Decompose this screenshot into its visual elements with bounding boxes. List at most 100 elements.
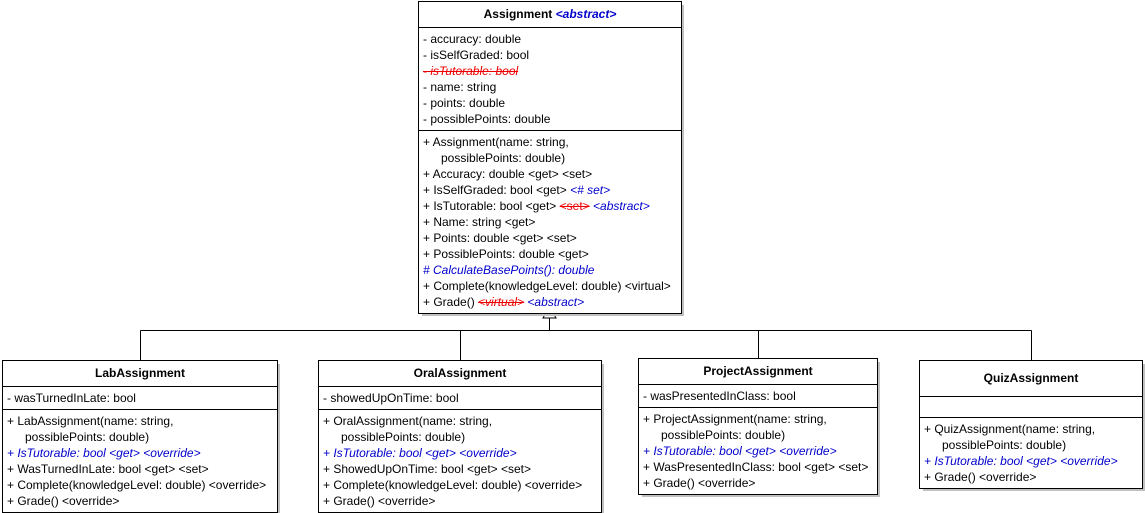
- class-operation-text: <set>: [559, 199, 590, 213]
- class-operation-row: + Complete(knowledgeLevel: double) <over…: [3, 477, 277, 493]
- class-operation-text: + IsTutorable: bool <get> <override>: [643, 444, 837, 458]
- class-attribute-text: - possiblePoints: double: [423, 112, 551, 126]
- class-attribute-text: - wasTurnedInLate: bool: [7, 391, 136, 405]
- class-operation-row: + Grade() <override>: [3, 493, 277, 509]
- class-operation-text: # CalculateBasePoints(): double: [423, 263, 595, 277]
- class-name-projectassignment: ProjectAssignment: [703, 364, 813, 378]
- class-attribute-row: - possiblePoints: double: [419, 111, 681, 127]
- class-operation-row: + PossiblePoints: double <get>: [419, 246, 681, 262]
- class-name-labassignment: LabAssignment: [94, 366, 185, 380]
- class-operation-text: + IsSelfGraded: bool <get>: [423, 183, 571, 197]
- class-box-assignment[interactable]: Assignment <abstract> - accuracy: double…: [418, 1, 682, 314]
- class-operation-row: possiblePoints: double): [419, 150, 681, 166]
- class-operation-text: + Name: string <get>: [423, 215, 536, 229]
- class-attribute-text: - accuracy: double: [423, 32, 522, 46]
- attributes-compartment-oralassignment: - showedUpOnTime: bool: [319, 387, 601, 410]
- class-operation-row: + WasTurnedInLate: bool <get> <set>: [3, 461, 277, 477]
- class-operation-row: + QuizAssignment(name: string,: [920, 421, 1142, 437]
- class-operation-text: + Assignment(name: string,: [423, 135, 569, 149]
- class-operation-text: + ProjectAssignment(name: string,: [643, 412, 827, 426]
- class-operation-text: possiblePoints: double): [25, 430, 150, 444]
- class-title-oralassignment: OralAssignment: [319, 361, 601, 387]
- class-attribute-row: - points: double: [419, 95, 681, 111]
- class-attribute-text: - isTutorable: bool: [423, 64, 519, 78]
- class-operation-text: + LabAssignment(name: string,: [7, 414, 174, 428]
- class-operation-text: possiblePoints: double): [942, 438, 1067, 452]
- class-operation-row: + ProjectAssignment(name: string,: [639, 411, 877, 427]
- class-operation-text: + WasPresentedInClass: bool <get> <set>: [643, 460, 869, 474]
- class-operation-row: + Grade() <override>: [639, 475, 877, 491]
- class-operation-text: + Points: double <get> <set>: [423, 231, 577, 245]
- class-operation-text: <abstract>: [527, 295, 585, 309]
- class-operation-text: + IsTutorable: bool <get>: [423, 199, 560, 213]
- operations-compartment-projectassignment: + ProjectAssignment(name: string, possibl…: [639, 408, 877, 494]
- class-name-quizassignment: QuizAssignment: [983, 371, 1079, 385]
- operations-compartment-labassignment: + LabAssignment(name: string, possiblePoi…: [3, 410, 277, 512]
- class-operation-row: + IsTutorable: bool <get> <override>: [319, 445, 601, 461]
- class-operation-text: + Grade() <override>: [7, 494, 120, 508]
- class-operation-text: <virtual>: [478, 295, 525, 309]
- class-box-projectassignment[interactable]: ProjectAssignment - wasPresentedInClass:…: [638, 358, 878, 495]
- class-operation-row: possiblePoints: double): [639, 427, 877, 443]
- class-operation-text: + Grade(): [423, 295, 479, 309]
- class-attribute-row: - accuracy: double: [419, 31, 681, 47]
- class-attribute-row: - isSelfGraded: bool: [419, 47, 681, 63]
- class-operation-row: possiblePoints: double): [920, 437, 1142, 453]
- class-operation-row: + IsTutorable: bool <get> <override>: [920, 453, 1142, 469]
- class-box-labassignment[interactable]: LabAssignment - wasTurnedInLate: bool + …: [2, 360, 278, 513]
- class-attribute-row: - wasPresentedInClass: bool: [639, 388, 877, 404]
- class-operation-text: + Complete(knowledgeLevel: double) <over…: [323, 478, 583, 492]
- class-title-projectassignment: ProjectAssignment: [639, 359, 877, 385]
- class-operation-row: + IsTutorable: bool <get> <override>: [639, 443, 877, 459]
- class-attribute-text: - points: double: [423, 96, 506, 110]
- class-operation-row: + IsTutorable: bool <get> <set> <abstrac…: [419, 198, 681, 214]
- class-operation-text: + IsTutorable: bool <get> <override>: [323, 446, 517, 460]
- class-operation-text: possiblePoints: double): [441, 151, 566, 165]
- class-operation-row: + Grade() <virtual> <abstract>: [419, 294, 681, 310]
- class-name-oralassignment: OralAssignment: [413, 366, 507, 380]
- class-title-labassignment: LabAssignment: [3, 361, 277, 387]
- class-operation-text: + Grade() <override>: [924, 470, 1037, 484]
- class-operation-text: possiblePoints: double): [661, 428, 786, 442]
- class-attribute-row: - isTutorable: bool: [419, 63, 681, 79]
- class-operation-text: + IsTutorable: bool <get> <override>: [924, 454, 1118, 468]
- class-operation-row: + Complete(knowledgeLevel: double) <virt…: [419, 278, 681, 294]
- operations-compartment-oralassignment: + OralAssignment(name: string, possiblePo…: [319, 410, 601, 512]
- class-operation-row: + Assignment(name: string,: [419, 134, 681, 150]
- class-attribute-text: - wasPresentedInClass: bool: [643, 389, 796, 403]
- class-box-oralassignment[interactable]: OralAssignment - showedUpOnTime: bool + …: [318, 360, 602, 513]
- class-stereotype-assignment: <abstract>: [555, 7, 617, 21]
- attributes-compartment-projectassignment: - wasPresentedInClass: bool: [639, 385, 877, 408]
- class-operation-text: + IsTutorable: bool <get> <override>: [7, 446, 201, 460]
- class-operation-text: + ShowedUpOnTime: bool <get> <set>: [323, 462, 532, 476]
- class-operation-row: + Points: double <get> <set>: [419, 230, 681, 246]
- class-box-quizassignment[interactable]: QuizAssignment + QuizAssignment(name: st…: [919, 360, 1143, 489]
- class-operation-text: possiblePoints: double): [341, 430, 466, 444]
- class-operation-row: + IsSelfGraded: bool <get> <# set>: [419, 182, 681, 198]
- class-attribute-text: - isSelfGraded: bool: [423, 48, 530, 62]
- class-operation-text: + Complete(knowledgeLevel: double) <over…: [7, 478, 267, 492]
- class-operation-text: <abstract>: [593, 199, 650, 213]
- class-operation-text: <# set>: [570, 183, 611, 197]
- class-operation-text: + Complete(knowledgeLevel: double) <virt…: [423, 279, 671, 293]
- class-operation-text: + WasTurnedInLate: bool <get> <set>: [7, 462, 209, 476]
- class-operation-row: + Complete(knowledgeLevel: double) <over…: [319, 477, 601, 493]
- class-operation-row: possiblePoints: double): [3, 429, 277, 445]
- class-operation-row: + IsTutorable: bool <get> <override>: [3, 445, 277, 461]
- class-attribute-text: - showedUpOnTime: bool: [323, 391, 459, 405]
- operations-compartment-assignment: + Assignment(name: string, possiblePoints…: [419, 131, 681, 313]
- class-title-assignment: Assignment <abstract>: [419, 2, 681, 28]
- class-operation-row: + Name: string <get>: [419, 214, 681, 230]
- attributes-compartment-assignment: - accuracy: double - isSelfGraded: bool - …: [419, 28, 681, 131]
- operations-compartment-quizassignment: + QuizAssignment(name: string,possiblePo…: [920, 418, 1142, 488]
- class-operation-text: + Grade() <override>: [643, 476, 756, 490]
- class-operation-text: + Accuracy: double <get> <set>: [423, 167, 593, 181]
- class-operation-row: + WasPresentedInClass: bool <get> <set>: [639, 459, 877, 475]
- class-operation-row: + OralAssignment(name: string,: [319, 413, 601, 429]
- class-operation-row: + ShowedUpOnTime: bool <get> <set>: [319, 461, 601, 477]
- class-name-assignment: Assignment: [483, 7, 553, 21]
- attributes-compartment-quizassignment: [920, 397, 1142, 418]
- class-operation-row: possiblePoints: double): [319, 429, 601, 445]
- class-operation-text: + OralAssignment(name: string,: [323, 414, 493, 428]
- class-operation-row: + Grade() <override>: [920, 469, 1142, 485]
